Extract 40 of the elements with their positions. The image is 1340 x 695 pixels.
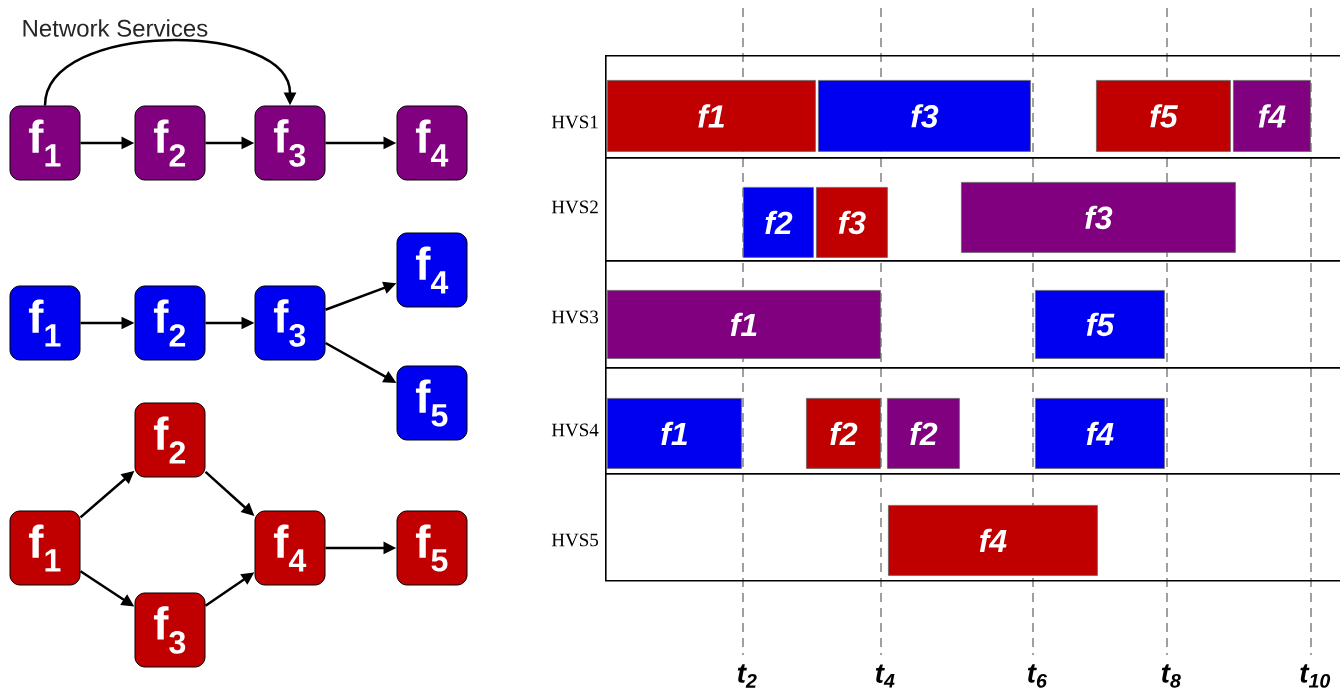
function-box: f$_{4}$ bbox=[254, 510, 326, 586]
function-box: f$_{1}$ bbox=[9, 105, 81, 181]
task-block: f2 bbox=[806, 398, 881, 469]
row-label: HVS5 bbox=[551, 533, 599, 547]
function-box: f$_{3}$ bbox=[254, 285, 326, 361]
function-box: f$_{4}$ bbox=[396, 105, 468, 181]
task-block: f4 bbox=[1233, 80, 1311, 152]
task-block: f3 bbox=[816, 187, 888, 258]
task-block: f4 bbox=[888, 505, 1098, 576]
task-block: f2 bbox=[743, 187, 814, 258]
function-box: f$_{4}$ bbox=[396, 232, 468, 308]
function-box: f$_{5}$ bbox=[396, 365, 468, 441]
task-block: f2 bbox=[887, 398, 960, 469]
time-label: t$_{10}$ bbox=[1300, 664, 1331, 688]
task-block: f4 bbox=[1035, 398, 1165, 469]
function-box: f$_{3}$ bbox=[254, 105, 326, 181]
task-block: f5 bbox=[1096, 80, 1231, 152]
time-label: t$_{8}$ bbox=[1161, 664, 1181, 688]
row-label: HVS1 bbox=[551, 115, 598, 129]
function-box: f$_{5}$ bbox=[396, 510, 468, 586]
row-label: HVS4 bbox=[551, 423, 599, 437]
title: Network Services bbox=[23, 19, 208, 37]
function-box: f$_{2}$ bbox=[134, 402, 206, 478]
row-label: HVS2 bbox=[551, 200, 598, 214]
task-block: f3 bbox=[961, 182, 1236, 253]
function-box: f$_{1}$ bbox=[9, 285, 81, 361]
task-block: f1 bbox=[607, 398, 742, 469]
row-label: HVS3 bbox=[551, 310, 599, 324]
task-block: f1 bbox=[607, 80, 816, 152]
task-block: f1 bbox=[607, 290, 881, 359]
time-label: t$_{6}$ bbox=[1027, 664, 1047, 688]
function-box: f$_{2}$ bbox=[134, 285, 206, 361]
function-box: f$_{1}$ bbox=[9, 510, 81, 586]
function-box: f$_{2}$ bbox=[134, 105, 206, 181]
task-block: f5 bbox=[1035, 290, 1165, 359]
task-block: f3 bbox=[818, 80, 1031, 152]
time-label: t$_{2}$ bbox=[737, 664, 757, 688]
arrow bbox=[43, 39, 297, 106]
function-box: f$_{3}$ bbox=[134, 592, 206, 668]
time-label: t$_{4}$ bbox=[875, 664, 895, 688]
